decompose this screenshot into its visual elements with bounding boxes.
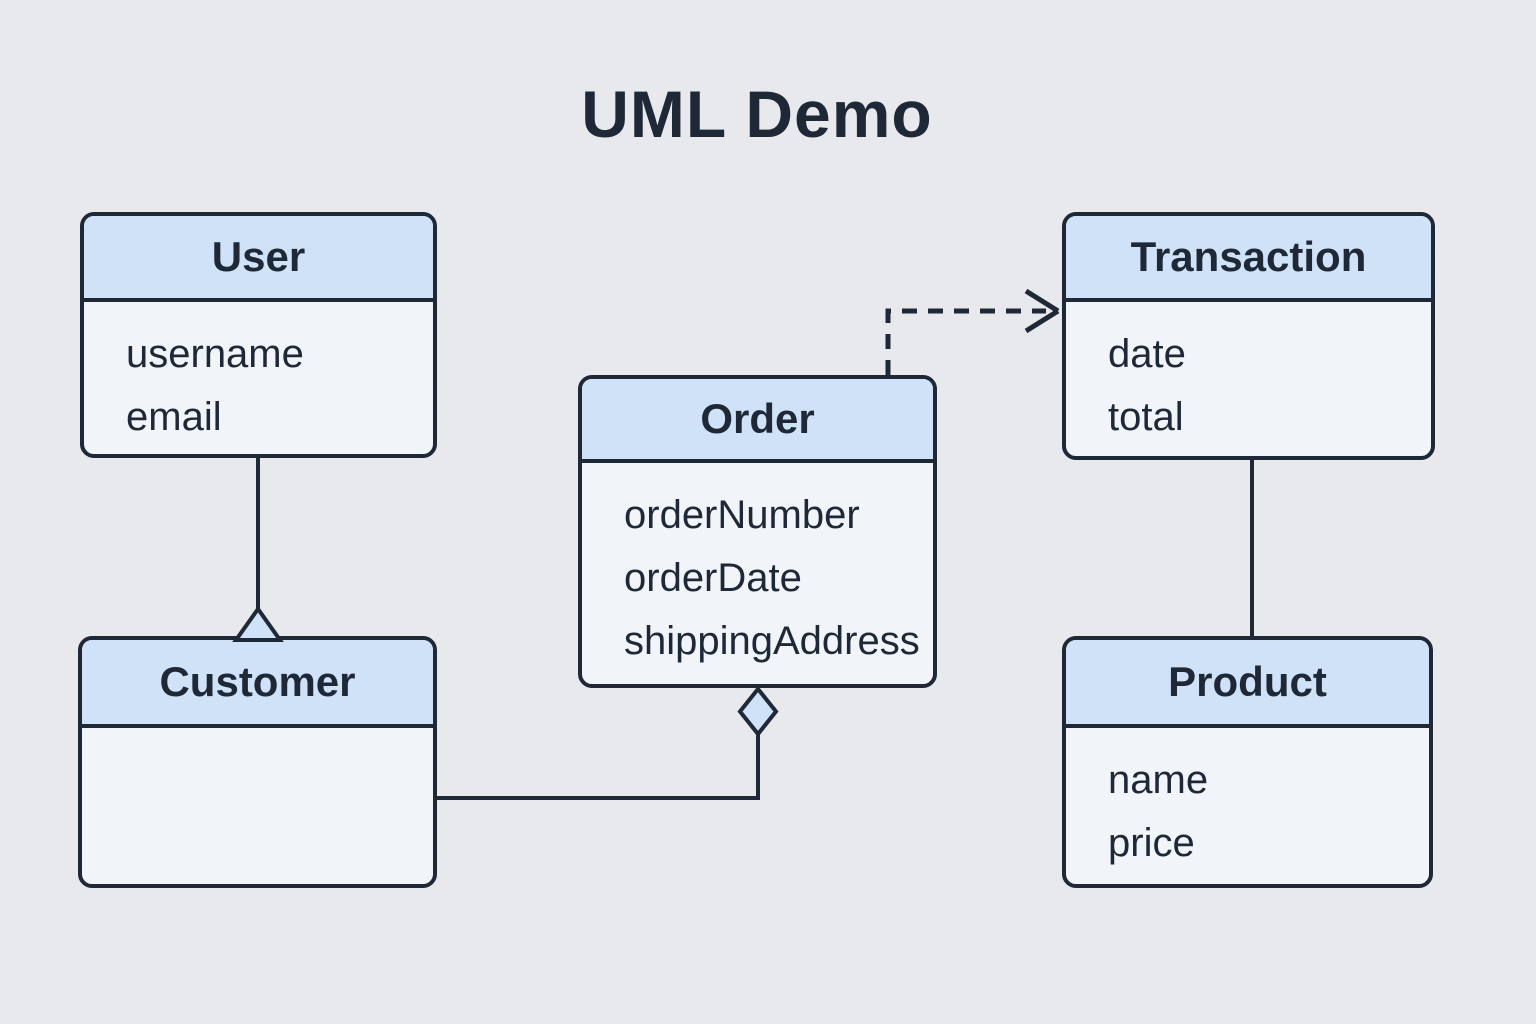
class-user-attributes: username email [84, 302, 433, 449]
aggregation-connector-customer-order [437, 685, 779, 800]
attribute: name [1108, 758, 1209, 802]
class-user-name: User [211, 233, 306, 280]
class-transaction-name: Transaction [1130, 233, 1367, 280]
class-order-name: Order [700, 395, 815, 442]
attribute: price [1108, 821, 1195, 865]
class-customer-attributes [82, 728, 433, 749]
attribute: orderNumber [624, 493, 860, 537]
attribute: orderDate [624, 556, 802, 600]
class-product: Product name price [1062, 636, 1433, 888]
class-order-header: Order [582, 379, 933, 463]
class-transaction-attributes: date total [1066, 302, 1431, 449]
class-customer-name: Customer [159, 658, 356, 705]
class-user-header: User [84, 216, 433, 302]
class-product-name: Product [1168, 658, 1327, 705]
class-order: Order orderNumber orderDate shippingAddr… [578, 375, 937, 688]
class-transaction: Transaction date total [1062, 212, 1435, 460]
attribute: username [126, 332, 304, 376]
class-transaction-header: Transaction [1066, 216, 1431, 302]
attribute: date [1108, 332, 1186, 376]
class-user: User username email [80, 212, 437, 458]
class-product-attributes: name price [1066, 728, 1429, 875]
generalization-connector-user-customer [232, 458, 284, 642]
attribute: email [126, 395, 222, 439]
class-order-attributes: orderNumber orderDate shippingAddress [582, 463, 933, 673]
class-customer-header: Customer [82, 640, 433, 728]
attribute: total [1108, 395, 1184, 439]
diagram-title: UML Demo [581, 77, 933, 151]
hollow-diamond-marker [737, 685, 779, 738]
dependency-connector-order-transaction [885, 288, 1060, 375]
class-customer: Customer [78, 636, 437, 888]
open-arrowhead-marker [1024, 288, 1060, 334]
attribute: shippingAddress [624, 619, 920, 663]
class-product-header: Product [1066, 640, 1429, 728]
